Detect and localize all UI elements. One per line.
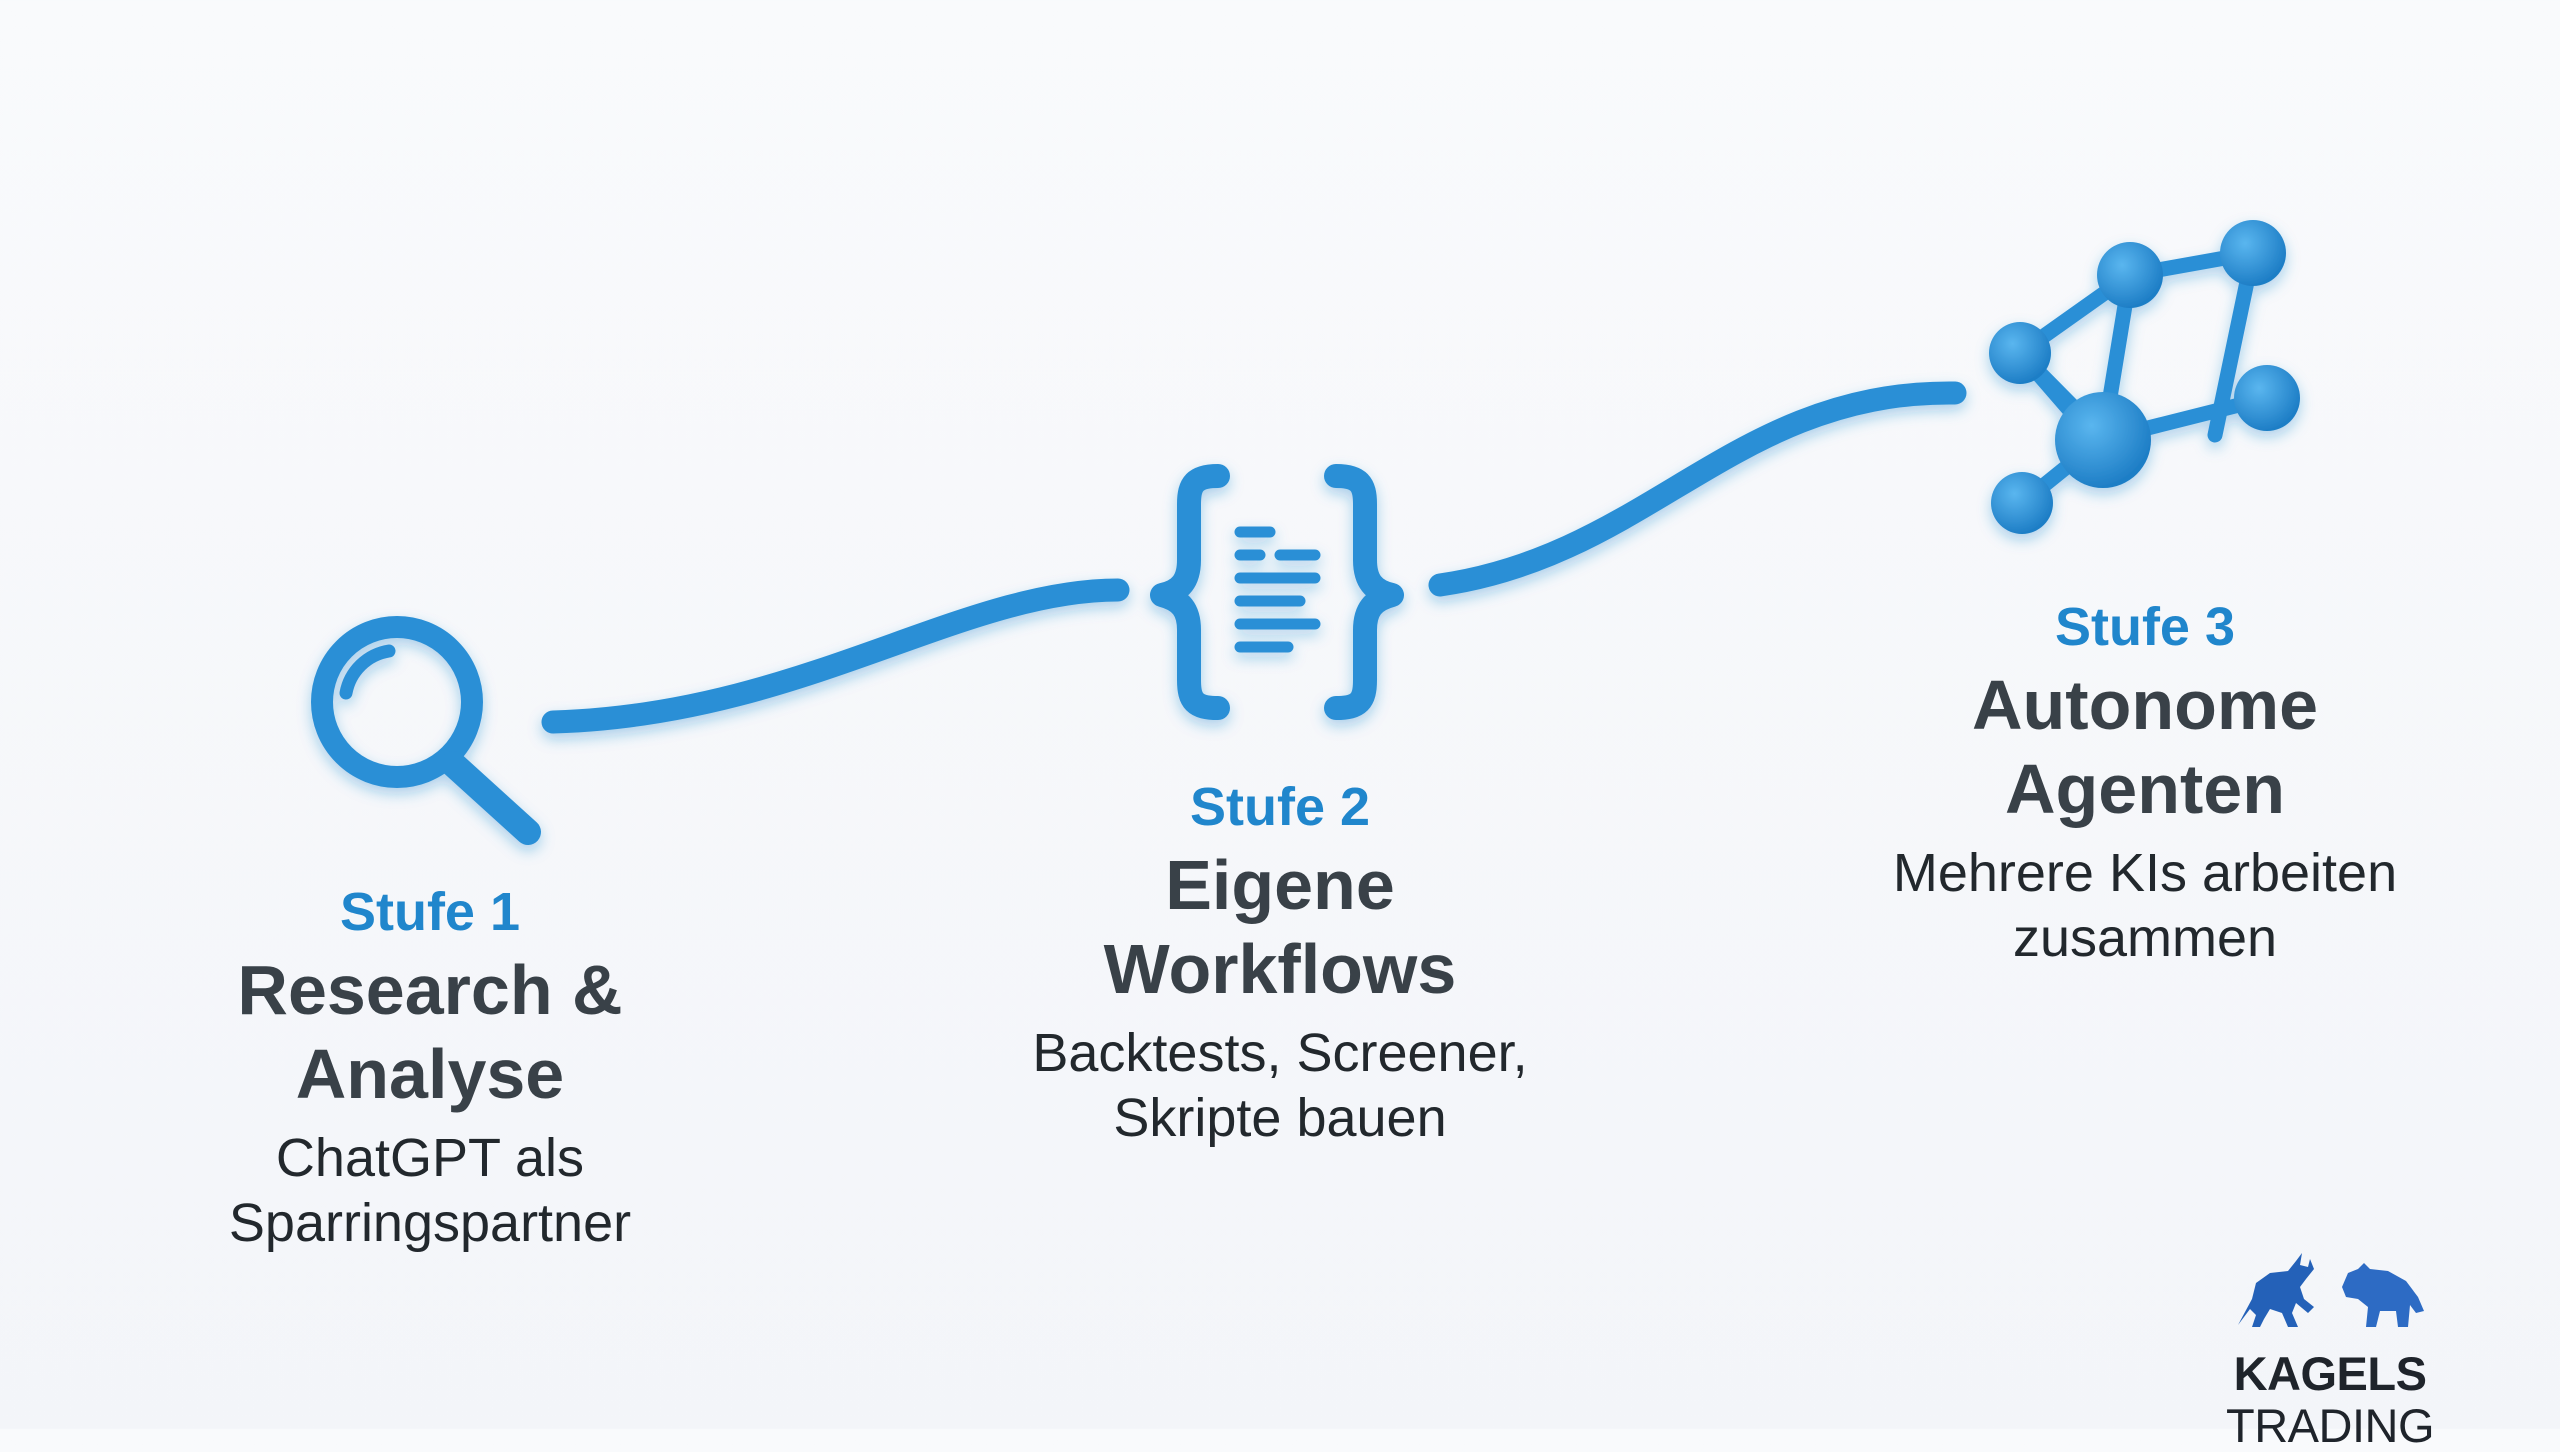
stage-3-description: Mehrere KIs arbeiten zusammen xyxy=(1892,843,2398,968)
stage-3-title: Autonome Agenten xyxy=(1971,666,2319,828)
stage-2-label: Stufe 2 xyxy=(1189,777,1371,837)
stage-1-label: Stufe 1 xyxy=(339,882,521,942)
stage-1: Stufe 1 Research & Analyse ChatGPT als S… xyxy=(229,880,832,1256)
stage-2: Stufe 2 Eigene Workflows Backtests, Scre… xyxy=(1032,775,1775,1151)
connector-line-2 xyxy=(1428,381,1967,597)
code-braces-icon xyxy=(1150,464,1404,720)
stage-3: Stufe 3 Autonome Agenten Mehrere KIs arb… xyxy=(1893,595,2560,971)
stage-1-title: Research & Analyse xyxy=(237,951,623,1113)
stage-1-description: ChatGPT als Sparringspartner xyxy=(228,1128,632,1253)
bear-icon xyxy=(2342,1263,2424,1327)
stage-2-description: Backtests, Screener, Skripte bauen xyxy=(1032,1023,1528,1148)
stage-3-label: Stufe 3 xyxy=(2054,597,2236,657)
brand-animals xyxy=(2238,1253,2424,1327)
network-icon xyxy=(1989,220,2300,534)
brand-name: KAGELS TRADING xyxy=(2226,1347,2435,1452)
magnifier-icon xyxy=(311,616,541,845)
stage-2-title: Eigene Workflows xyxy=(1103,846,1457,1008)
bull-icon xyxy=(2238,1253,2314,1327)
connector-line-1 xyxy=(541,578,1130,734)
